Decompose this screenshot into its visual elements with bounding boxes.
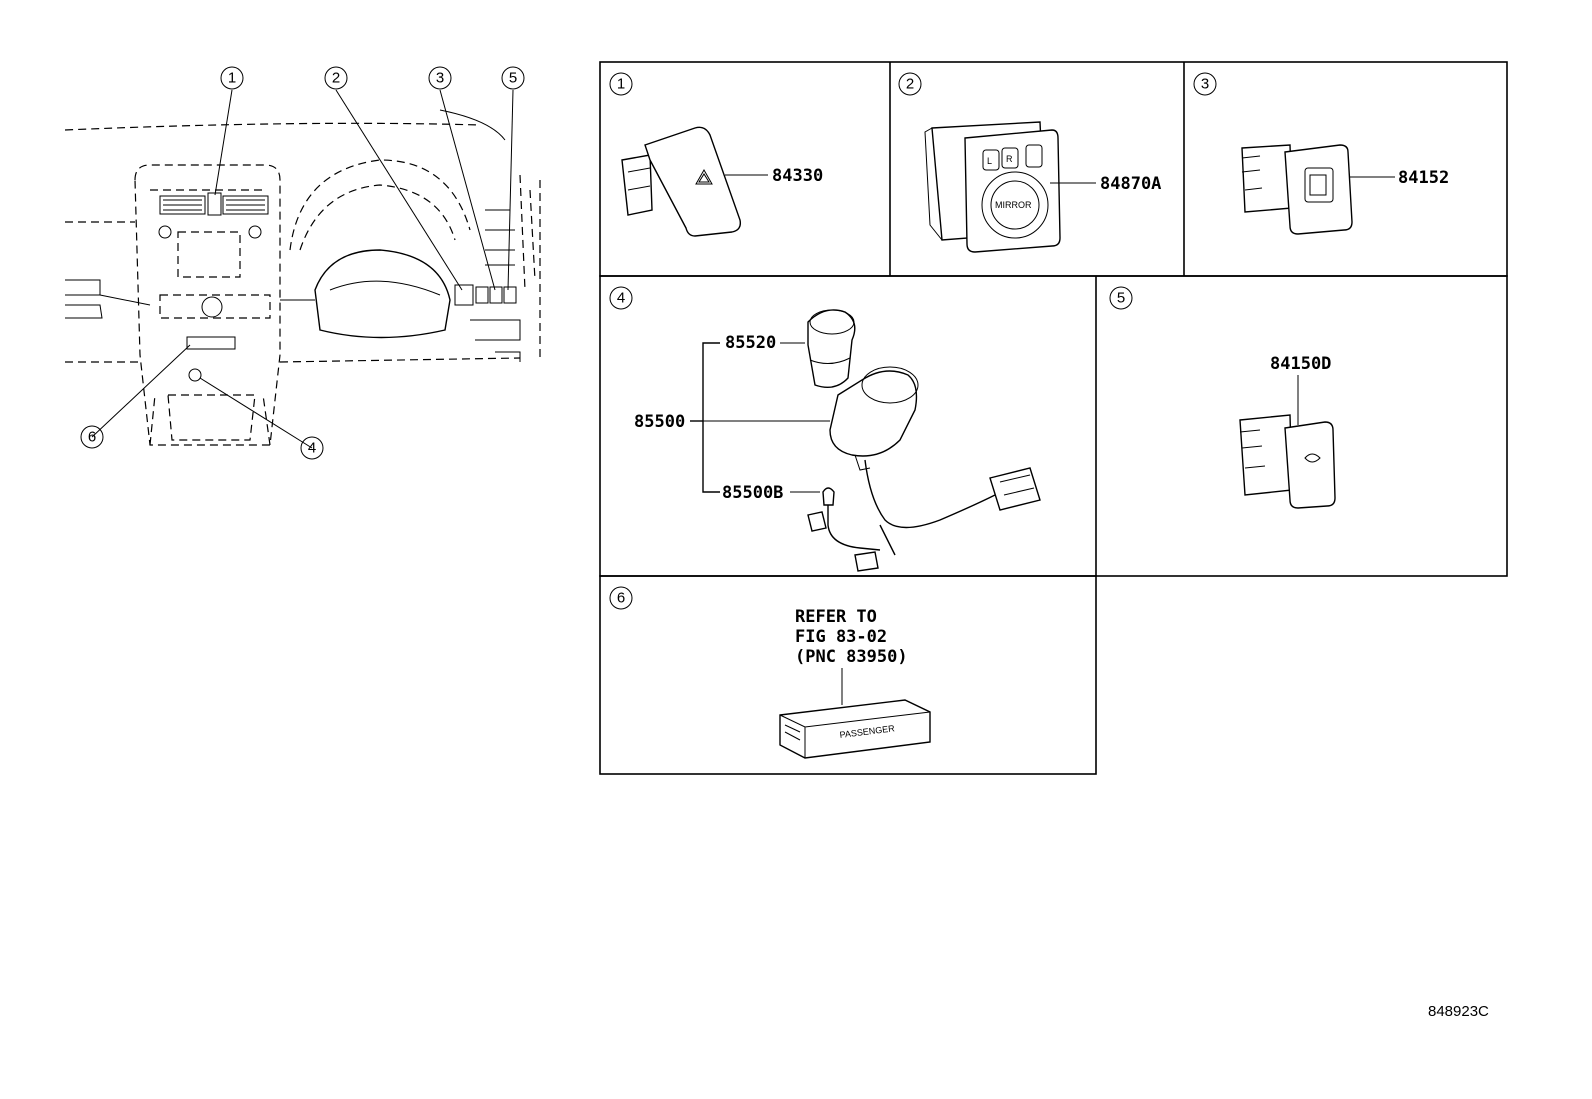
svg-text:2: 2	[332, 70, 340, 87]
overview-leaders	[91, 89, 514, 449]
callout-2: 2	[324, 66, 348, 90]
svg-text:2: 2	[906, 76, 914, 93]
part-number-85500B: 85500B	[722, 483, 783, 503]
svg-text:3: 3	[1201, 76, 1209, 93]
part-number-84152: 84152	[1398, 168, 1449, 188]
svg-text:R: R	[1006, 154, 1013, 164]
svg-text:4: 4	[617, 290, 625, 307]
callout-6: 6	[80, 425, 104, 449]
refer-line-3: (PNC 83950)	[795, 647, 908, 667]
svg-text:6: 6	[88, 429, 96, 446]
svg-text:1: 1	[617, 76, 625, 93]
callout-4: 4	[300, 436, 324, 460]
part-number-84330: 84330	[772, 166, 823, 186]
part-number-84870A: 84870A	[1100, 174, 1161, 194]
svg-text:3: 3	[436, 70, 444, 87]
svg-text:5: 5	[509, 70, 517, 87]
part-number-85500: 85500	[634, 412, 685, 432]
svg-text:5: 5	[1117, 290, 1125, 307]
panel-3-switch: 3 84152	[1193, 72, 1449, 235]
svg-text:1: 1	[228, 70, 236, 87]
svg-text:4: 4	[308, 440, 316, 457]
svg-text:6: 6	[617, 590, 625, 607]
callout-1: 1	[220, 66, 244, 90]
part-number-84150D: 84150D	[1270, 354, 1331, 374]
refer-line-2: FIG 83-02	[795, 627, 887, 647]
callout-5: 5	[501, 66, 525, 90]
panel-5-switch: 5 84150D	[1109, 286, 1336, 509]
part-number-85520: 85520	[725, 333, 776, 353]
panel-6-passenger-switch: 6 REFER TO FIG 83-02 (PNC 83950) PASSENG…	[609, 586, 931, 759]
parts-grid	[599, 61, 1508, 775]
panel-1-hazard-switch: 1 84330	[609, 72, 823, 237]
panel-4-cigarette-lighter: 4 85520 85500 85500B	[609, 286, 1041, 572]
svg-text:L: L	[987, 156, 992, 166]
dashboard-overview	[64, 109, 541, 446]
callout-3: 3	[428, 66, 452, 90]
panel-2-mirror-switch: 2 L R MIRROR 84870A	[898, 72, 1161, 253]
svg-text:MIRROR: MIRROR	[995, 200, 1032, 210]
refer-line-1: REFER TO	[795, 607, 877, 627]
figure-id: 848923C	[1428, 1003, 1489, 1020]
